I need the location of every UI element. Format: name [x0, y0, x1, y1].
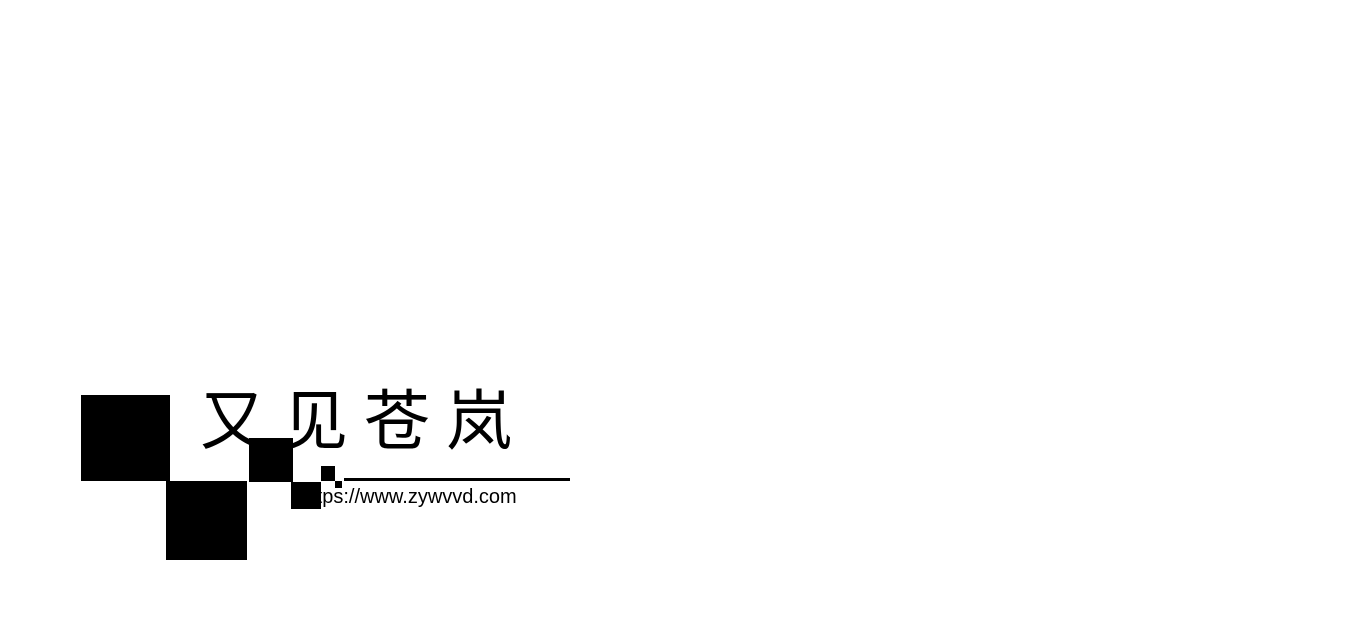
- site-title: 又见苍岚: [200, 383, 528, 460]
- logo-block-dot: [335, 481, 342, 488]
- logo-block-small: [291, 482, 321, 509]
- logo-block-medium: [249, 438, 293, 482]
- logo-underline: [344, 478, 570, 481]
- logo-block-tiny: [321, 466, 335, 481]
- logo-block-large-bottom: [166, 481, 247, 560]
- site-url: https://www.zywvvd.com: [300, 486, 517, 508]
- logo-block-large-top: [81, 395, 170, 481]
